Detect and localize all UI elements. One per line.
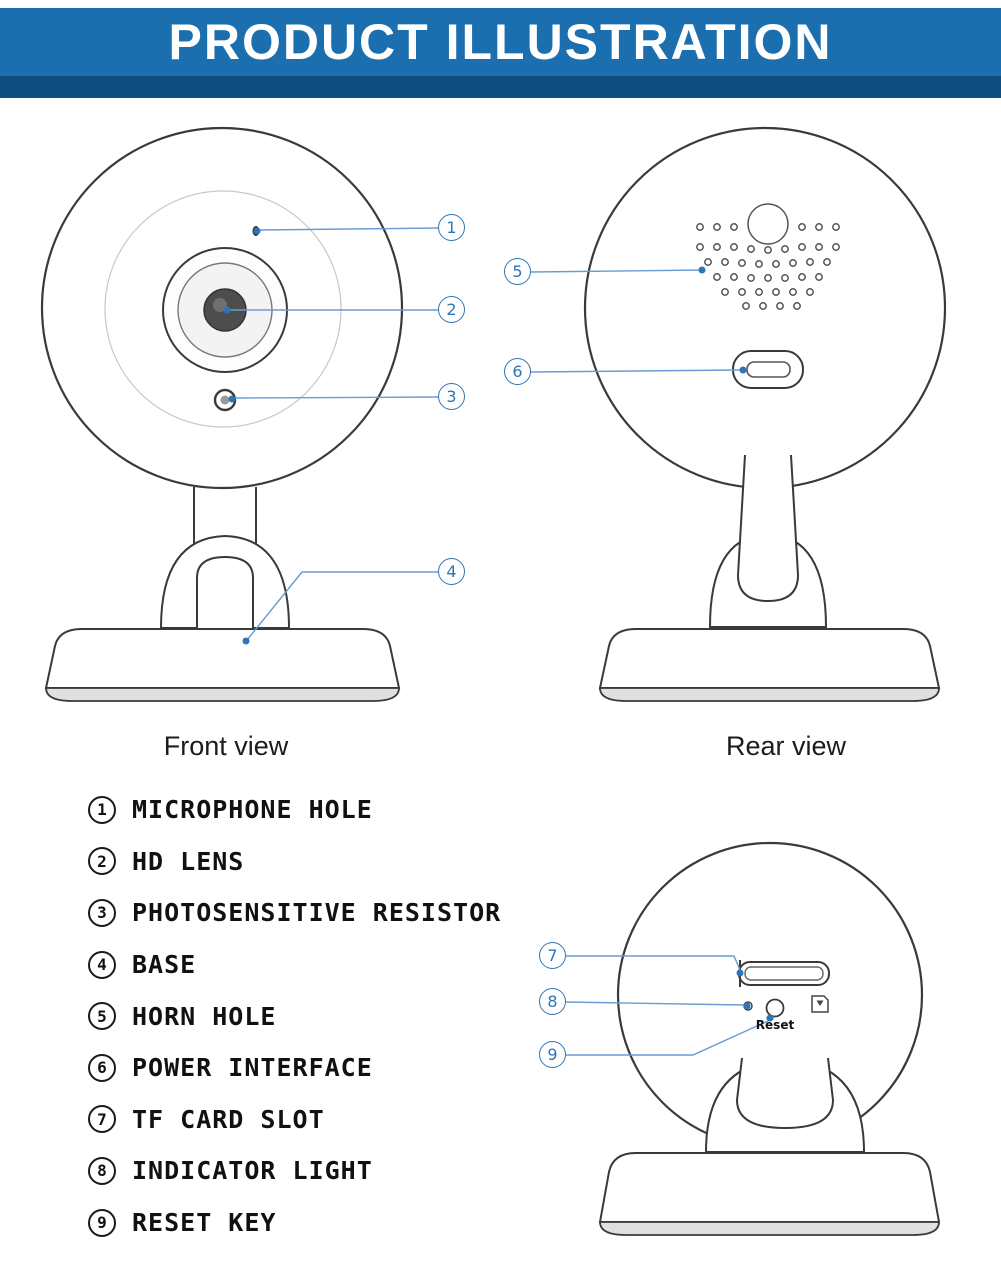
front-camera-stand — [44, 487, 401, 702]
callout-5-horn-hole: 5 — [504, 258, 531, 285]
detail-camera-head — [616, 841, 924, 1149]
legend-item-number: 3 — [88, 898, 116, 927]
front-view-label: Front view — [163, 731, 289, 761]
reset-button-label: Reset — [755, 1018, 795, 1032]
power-interface-port — [732, 350, 804, 389]
legend-item: 3 PHOTOSENSITIVE RESISTOR — [88, 887, 501, 939]
legend-item: 5 HORN HOLE — [88, 990, 501, 1042]
legend-item-number: 7 — [88, 1105, 116, 1134]
legend-item: 1 MICROPHONE HOLE — [88, 784, 501, 836]
callout-8-indicator-light: 8 — [539, 988, 566, 1015]
rear-view-label: Rear view — [725, 731, 847, 761]
legend-item-number: 6 — [88, 1053, 116, 1082]
legend-item-number: 8 — [88, 1156, 116, 1185]
legend-item-number: 1 — [88, 795, 116, 824]
legend-item-label: INDICATOR LIGHT — [132, 1156, 373, 1186]
callout-4-base: 4 — [438, 558, 465, 585]
legend-item: 8 INDICATOR LIGHT — [88, 1145, 501, 1197]
legend-item-label: RESET KEY — [132, 1208, 277, 1238]
legend-item: 6 POWER INTERFACE — [88, 1042, 501, 1094]
legend-item-number: 9 — [88, 1208, 116, 1237]
header-stripe — [0, 76, 1001, 98]
rear-base — [598, 628, 941, 689]
rear-camera-head — [583, 126, 947, 490]
callout-3-photosensitive-resistor: 3 — [438, 383, 465, 410]
legend-item: 7 TF CARD SLOT — [88, 1094, 501, 1146]
tf-card-slot — [738, 960, 830, 987]
legend-item-label: PHOTOSENSITIVE RESISTOR — [132, 898, 502, 928]
detail-base — [598, 1152, 941, 1223]
callout-9-reset-key: 9 — [539, 1041, 566, 1068]
callout-7-tf-card-slot: 7 — [539, 942, 566, 969]
legend-item: 2 HD LENS — [88, 836, 501, 888]
legend-item-label: BASE — [132, 950, 197, 980]
callout-2-hd-lens: 2 — [438, 296, 465, 323]
legend-item-label: MICROPHONE HOLE — [132, 795, 373, 825]
rear-camera-stand — [598, 454, 941, 702]
legend-item-number: 4 — [88, 950, 116, 979]
legend-item-number: 2 — [88, 847, 116, 876]
sd-card-icon — [811, 995, 829, 1013]
legend-item-label: HD LENS — [132, 846, 245, 876]
reset-button — [765, 998, 785, 1018]
detail-camera-stand — [598, 1057, 941, 1236]
callout-1-microphone-hole: 1 — [438, 214, 465, 241]
page-title: PRODUCT ILLUSTRATION — [168, 14, 833, 70]
legend: 1 MICROPHONE HOLE 2 HD LENS 3 PHOTOSENSI… — [88, 784, 501, 1248]
legend-item-label: HORN HOLE — [132, 1001, 277, 1031]
legend-item-label: TF CARD SLOT — [132, 1104, 325, 1134]
legend-item: 9 RESET KEY — [88, 1197, 501, 1249]
front-camera-head — [40, 126, 404, 490]
callout-6-power-interface: 6 — [504, 358, 531, 385]
header-banner: PRODUCT ILLUSTRATION — [0, 8, 1001, 76]
front-base — [44, 628, 401, 689]
horn-hole-grille — [696, 203, 840, 310]
legend-item: 4 BASE — [88, 939, 501, 991]
legend-item-label: POWER INTERFACE — [132, 1053, 373, 1083]
callout-endpoint-dots — [223, 227, 774, 1022]
legend-item-number: 5 — [88, 1002, 116, 1031]
callout-lines — [230, 227, 769, 1056]
